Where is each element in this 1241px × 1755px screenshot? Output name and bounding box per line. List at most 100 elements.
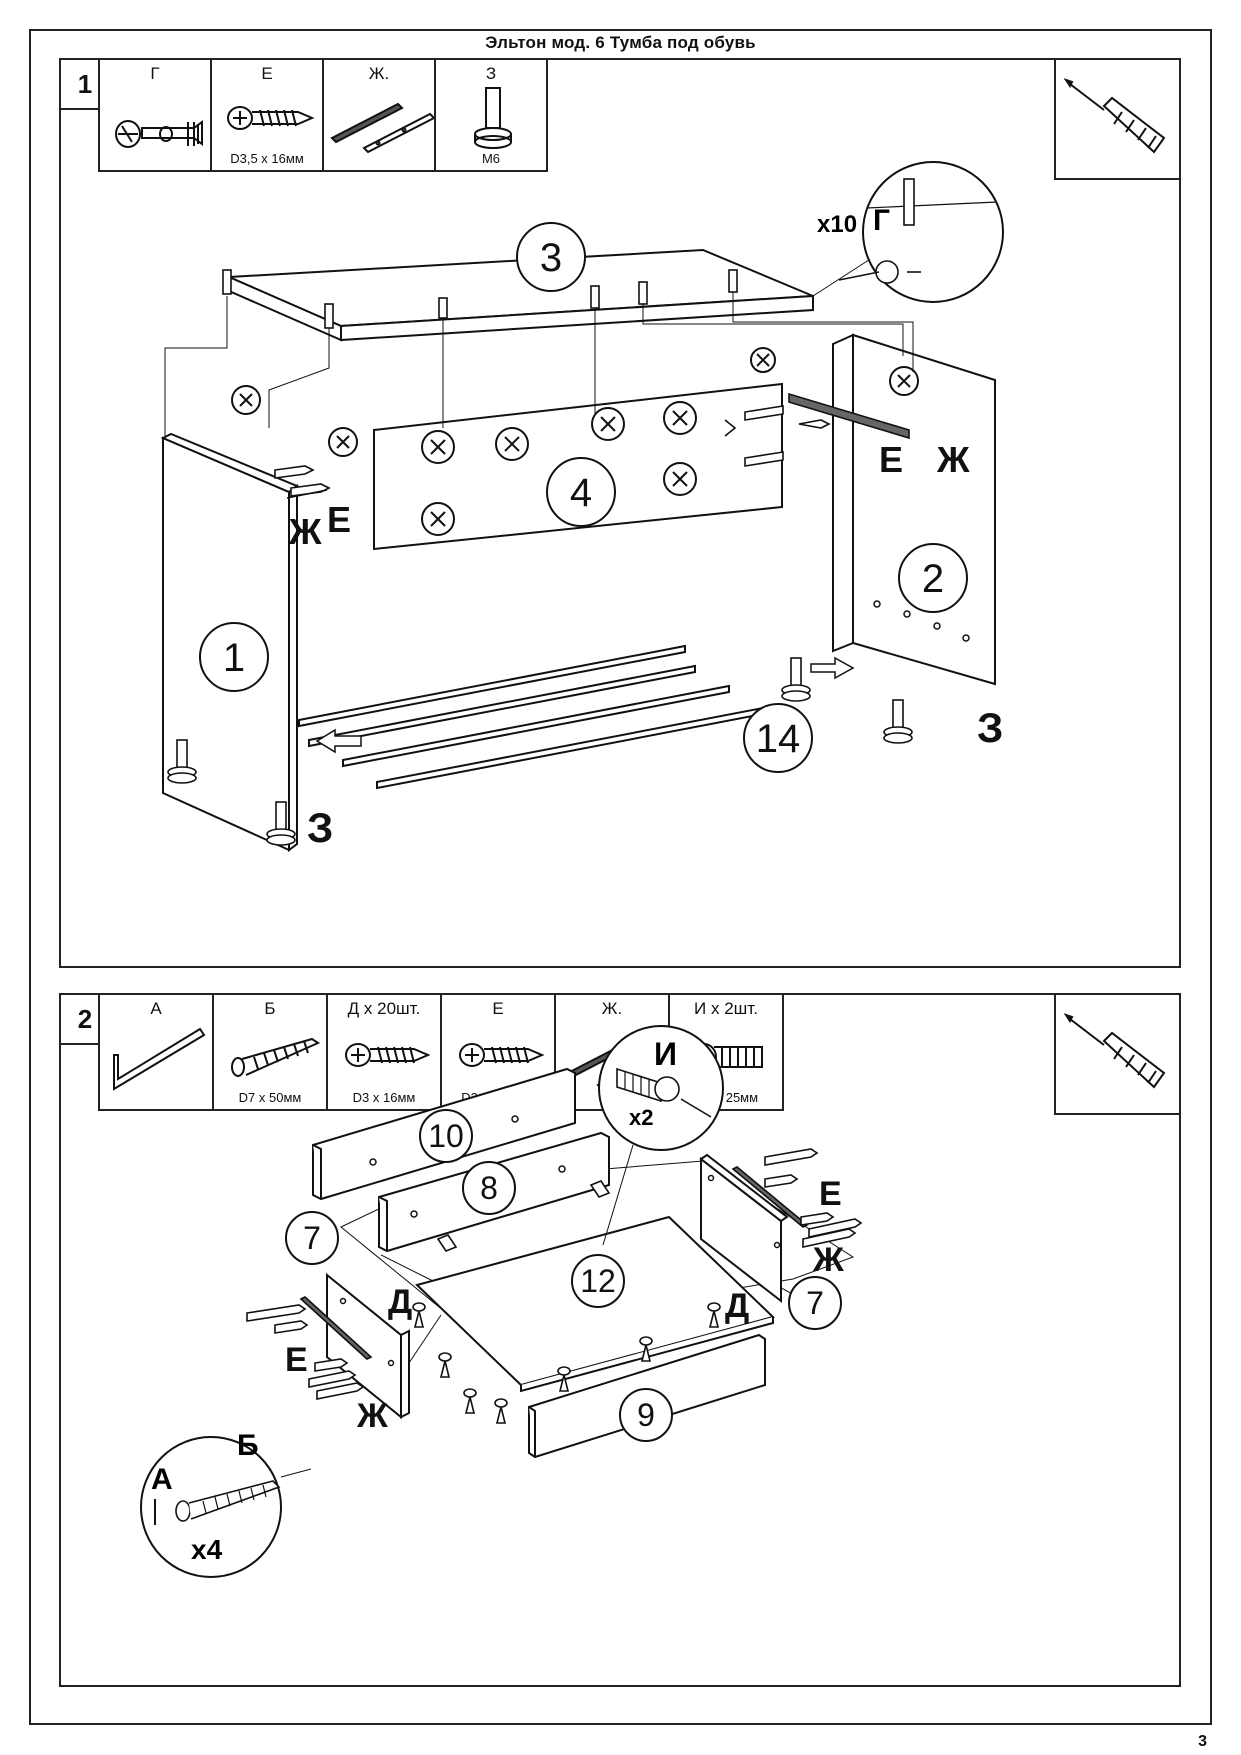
- part-spec: D7 x 50мм: [238, 1090, 302, 1105]
- callout-part: И: [654, 1036, 677, 1072]
- screw-d: [494, 1398, 508, 1424]
- part-label: З: [485, 64, 497, 83]
- callout-tool: А: [151, 1463, 173, 1496]
- confirmat-screw-icon: [231, 1037, 321, 1077]
- screw-d: [438, 1352, 452, 1378]
- label-e-right: Е: [879, 439, 903, 480]
- foot: [266, 801, 296, 846]
- cam-lock: [328, 427, 358, 457]
- cam-lock-icon: [115, 120, 203, 148]
- cam-lock: [421, 430, 455, 464]
- panel-7-left: [326, 1272, 410, 1420]
- part-label: Е: [492, 999, 504, 1018]
- label-panel-7-left: 7: [303, 1220, 321, 1256]
- part-spec: M6: [481, 151, 501, 166]
- screw-d: [436, 1234, 458, 1252]
- label-e-right: Е: [819, 1175, 842, 1213]
- step-2-section: 2 А Б D7 x 50мм Д x 20шт.: [59, 993, 1181, 1687]
- callout-confirmat: А Б x4: [140, 1429, 312, 1578]
- callout-count: x2: [629, 1105, 653, 1130]
- part-label: Д x 20шт.: [347, 999, 421, 1018]
- label-panel-10: 10: [428, 1118, 464, 1154]
- callout-part: Г: [873, 204, 890, 237]
- label-d-right: Д: [725, 1287, 749, 1325]
- part-label: Ж.: [601, 999, 623, 1018]
- step-1-section: 1 Г Е: [59, 58, 1181, 968]
- screw-d: [412, 1302, 426, 1328]
- label-e-left: Е: [327, 499, 351, 540]
- assembly-drawing-step-1: 3 4 1 2 14 Е Ж Е Ж З З x10 Г: [160, 161, 1004, 852]
- part-label: А: [150, 999, 162, 1018]
- label-d-left: Д: [388, 1283, 412, 1321]
- page-number: 3: [1198, 1733, 1207, 1750]
- cam-lock: [591, 407, 625, 441]
- label-panel-2: 2: [922, 557, 944, 601]
- callout-part: Б: [237, 1429, 259, 1462]
- label-panel-8: 8: [480, 1170, 498, 1206]
- part-label: Б: [264, 999, 276, 1018]
- screw-d: [639, 1336, 653, 1362]
- part-spec: D3 x 16мм: [352, 1090, 416, 1105]
- foot: [167, 739, 197, 784]
- part-cell-g: Г: [98, 60, 212, 172]
- cam-lock: [889, 366, 919, 396]
- label-foot-right: З: [977, 704, 1003, 751]
- part-cell-zh: Ж.: [322, 60, 436, 172]
- tool-box: [1054, 60, 1179, 180]
- page-border: [29, 29, 1212, 1725]
- label-panel-7-right: 7: [806, 1285, 824, 1321]
- arrow-left: [315, 728, 362, 754]
- label-foot-left: З: [307, 804, 333, 851]
- label-zh-left: Ж: [288, 511, 322, 552]
- assembly-drawing-step-2: 10 8 7 7 12 9 Д Д Е Ж Е Ж И x2: [140, 1025, 863, 1578]
- arrow-right: [810, 656, 855, 680]
- screw-icon: [227, 106, 315, 130]
- part-label: Ж.: [368, 64, 390, 83]
- cam-lock: [495, 427, 529, 461]
- part-cell-e: Е D3,5 x 16мм: [210, 60, 324, 172]
- part-cell-z: З M6: [434, 60, 548, 172]
- screw-icon: [345, 1043, 431, 1067]
- label-zh-right: Ж: [936, 439, 970, 480]
- screw-d: [589, 1180, 611, 1198]
- part-label: Г: [150, 64, 160, 83]
- parts-list: Г Е D3,5: [98, 60, 548, 172]
- label-panel-3: 3: [540, 236, 562, 280]
- rods: [298, 644, 764, 790]
- screwdriver-icon: [1063, 1013, 1166, 1089]
- label-panel-4: 4: [570, 471, 592, 515]
- document-title: Эльтон мод. 6 Тумба под обувь: [485, 33, 756, 52]
- label-e-left: Е: [285, 1341, 308, 1379]
- label-zh-left: Ж: [356, 1397, 388, 1435]
- cam-lock: [663, 462, 697, 496]
- callout-count: x10: [817, 211, 857, 238]
- screw-d: [463, 1388, 477, 1414]
- part-cell-d: Д x 20шт. D3 x 16мм: [326, 995, 442, 1111]
- part-spec: D3,5 x 16мм: [230, 151, 304, 166]
- foot: [781, 657, 811, 702]
- part-cell-a: А: [98, 995, 214, 1111]
- cam-lock: [231, 385, 261, 415]
- callout-bolt: И x2: [598, 1025, 724, 1246]
- cam-lock: [750, 347, 776, 373]
- part-label: Е: [261, 64, 273, 83]
- foot: [883, 699, 913, 744]
- part-label: И x 2шт.: [694, 999, 758, 1018]
- screw-icon: [459, 1043, 545, 1067]
- cam-lock: [421, 502, 455, 536]
- label-rods-14: 14: [756, 717, 801, 761]
- callout-count: x4: [191, 1534, 223, 1565]
- hex-key-icon: [113, 1027, 206, 1091]
- label-panel-1: 1: [223, 636, 245, 680]
- screw-d: [557, 1366, 571, 1392]
- screw-d: [707, 1302, 721, 1328]
- adjustable-foot-icon: [474, 87, 512, 149]
- screwdriver-icon: [1063, 78, 1166, 154]
- panel-7-right: [699, 1153, 789, 1304]
- label-zh-right: Ж: [812, 1241, 844, 1279]
- label-panel-9: 9: [637, 1397, 655, 1433]
- callout-cam-lock: x10 Г: [817, 161, 1004, 303]
- cam-lock: [663, 401, 697, 435]
- tool-box: [1054, 995, 1179, 1115]
- label-panel-12: 12: [580, 1263, 616, 1299]
